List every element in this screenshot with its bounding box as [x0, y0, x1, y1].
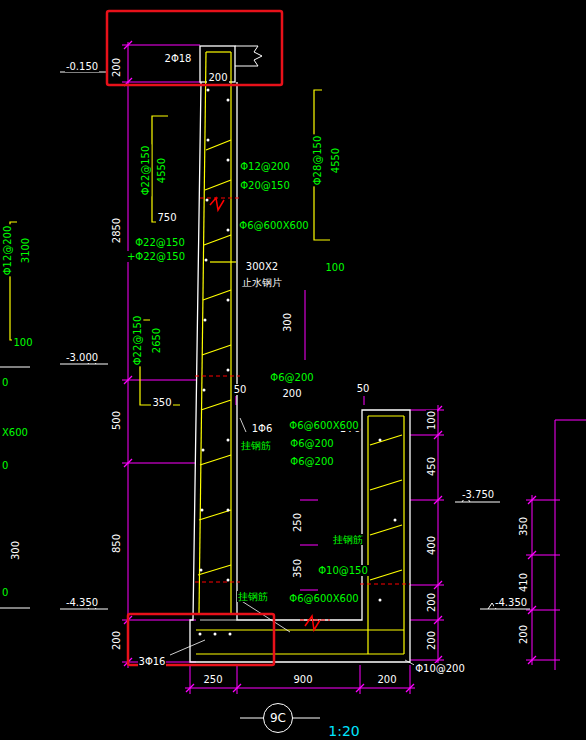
- drawing-label: 900: [292, 674, 313, 685]
- drawing-label: 200: [112, 629, 123, 650]
- drawing-label: Φ6@200: [269, 372, 314, 383]
- drawing-label: 100: [12, 337, 33, 348]
- drawing-label: Φ20@150: [239, 180, 291, 191]
- drawing-label: 200: [207, 72, 228, 83]
- drawing-label: 200: [427, 629, 438, 650]
- drawing-label: 350: [151, 397, 172, 408]
- drawing-label: Φ12@200: [3, 224, 14, 276]
- drawing-label: X600: [1, 427, 29, 438]
- drawing-label: Φ12@200: [239, 161, 291, 172]
- drawing-label: 100: [324, 262, 345, 273]
- drawing-label: 2850: [111, 216, 122, 243]
- drawing-label: 300: [283, 311, 294, 332]
- drawing-label: 挂钢筋: [237, 591, 269, 602]
- drawing-label: 850: [112, 532, 123, 553]
- drawing-label: Φ6@200: [289, 438, 334, 449]
- drawing-label: 410: [519, 571, 530, 592]
- detail-number: 9C: [270, 711, 286, 725]
- drawing-label: 0: [1, 377, 9, 388]
- drawing-label: Φ6@600X600: [288, 593, 359, 604]
- drawing-label: 200: [427, 591, 438, 612]
- drawing-label: Φ28@150: [313, 134, 324, 186]
- drawing-label: 350: [293, 557, 304, 578]
- drawing-label: 2650: [151, 326, 162, 353]
- drawing-label: 200: [281, 388, 302, 399]
- drawing-label: 挂钢筋: [332, 534, 364, 545]
- drawing-label: Φ22@150: [133, 314, 144, 366]
- drawing-label: Φ10@200: [414, 663, 466, 674]
- drawing-label: 300X2: [245, 261, 279, 272]
- drawing-label: Φ10@150: [317, 565, 369, 576]
- drawing-label: 750: [156, 212, 177, 223]
- drawing-label: 100: [427, 409, 438, 430]
- drawing-label: 止水钢片: [241, 277, 283, 288]
- drawing-label: -4.350: [494, 597, 528, 608]
- drawing-label: 0: [1, 587, 9, 598]
- drawing-label: -4.350: [65, 597, 99, 608]
- drawing-label: 3Φ16: [138, 656, 167, 667]
- drawing-label: 4550: [330, 146, 341, 173]
- drawing-label: 3100: [20, 236, 31, 263]
- drawing-label: 0: [1, 460, 9, 471]
- drawing-label: Φ6@600X600: [238, 220, 309, 231]
- drawing-label: -3.000: [65, 352, 99, 363]
- drawing-label: Φ22@150: [141, 144, 152, 196]
- drawing-label: 200: [376, 674, 397, 685]
- drawing-label: 1Φ6: [251, 423, 274, 434]
- drawing-label: 500: [112, 409, 123, 430]
- drawing-label: 50: [356, 383, 371, 394]
- drawing-label: 4550: [156, 156, 167, 183]
- detail-circle: 9C: [263, 703, 293, 733]
- drawing-label: Φ6@200: [289, 456, 334, 467]
- drawing-label: Φ22@150: [134, 237, 186, 248]
- drawing-label: -3.750: [461, 489, 495, 500]
- drawing-label: 200: [112, 56, 123, 77]
- drawing-label: 300: [11, 539, 22, 560]
- drawing-label: 350: [519, 515, 530, 536]
- drawing-label: 200: [519, 623, 530, 644]
- drawing-label: Φ6@600X600: [288, 420, 359, 431]
- drawing-label: 2Φ18: [164, 53, 193, 64]
- drawing-label: -0.150: [65, 61, 99, 72]
- drawing-label: 挂钢筋: [240, 440, 272, 451]
- scale-caption: 1:20: [327, 723, 360, 739]
- drawing-label: 250: [293, 511, 304, 532]
- drawing-label: 400: [427, 534, 438, 555]
- drawing-label: 450: [427, 455, 438, 476]
- drawing-label: 50: [233, 384, 248, 395]
- drawing-label: +Φ22@150: [126, 251, 186, 262]
- drawing-label: 250: [202, 674, 223, 685]
